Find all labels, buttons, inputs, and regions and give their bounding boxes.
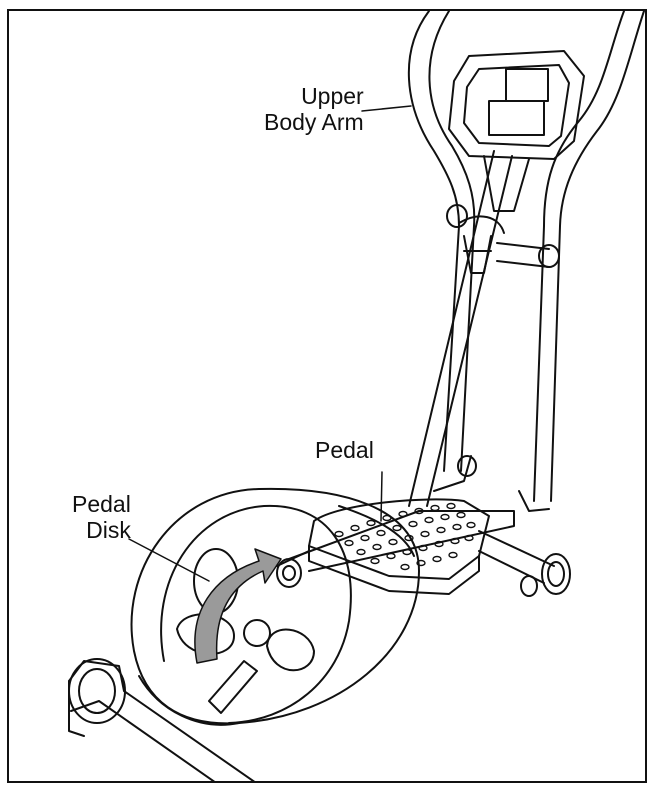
label-upper-body-arm-line1: Upper [264,83,364,109]
pedal-disk-housing [132,489,419,725]
pedal-assembly [289,499,514,594]
label-pedal-disk-line1: Pedal [72,491,131,517]
label-upper-body-arm-line2: Body Arm [264,109,364,135]
leader-lines [129,106,411,581]
label-upper-body-arm: Upper Body Arm [264,83,364,135]
label-pedal: Pedal [315,437,374,463]
crank-hub [277,551,309,587]
main-frame [409,151,512,506]
rotation-arrow [195,549,281,663]
bottle-holder [459,216,504,273]
diagram-frame: Upper Body Arm Pedal Pedal Disk [7,9,647,783]
label-pedal-disk-line2: Disk [72,517,131,543]
label-pedal-disk: Pedal Disk [72,491,131,543]
front-stabilizer [479,531,570,596]
pedal-perforations [335,504,475,570]
